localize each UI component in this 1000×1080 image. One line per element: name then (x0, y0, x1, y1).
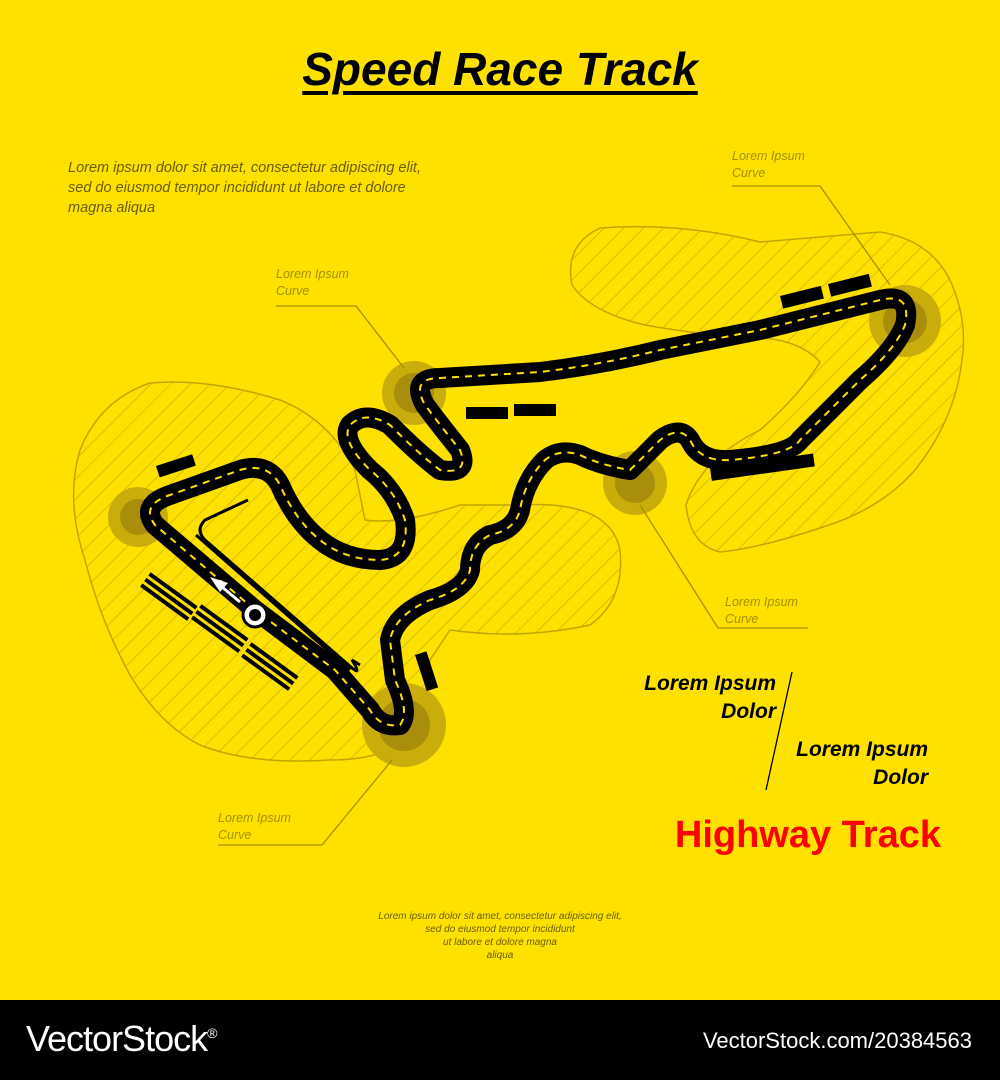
info-label-line: Lorem Ipsum (796, 738, 928, 761)
callout-curve-east: Lorem Ipsum Curve (725, 594, 798, 628)
callout-subtitle: Curve (276, 284, 310, 298)
callout-subtitle: Curve (725, 612, 759, 626)
callout-subtitle: Curve (732, 166, 766, 180)
callout-title: Lorem Ipsum (725, 595, 798, 609)
callout-title: Lorem Ipsum (732, 149, 805, 163)
callout-curve-south: Lorem Ipsum Curve (218, 810, 291, 844)
pit-lane (198, 498, 361, 673)
poster: Speed Race Track Lorem ipsum dolor sit a… (68, 43, 965, 962)
intro-line: sed do eiusmod tempor incididunt ut labo… (68, 180, 406, 196)
intro-line: magna aliqua (68, 200, 156, 216)
callout-leaders (218, 185, 891, 846)
watermark-bar: VectorStock® VectorStock.com/20384563 (0, 1000, 1000, 1080)
callout-curve-north-east: Lorem Ipsum Curve (732, 148, 805, 182)
callout-title: Lorem Ipsum (218, 811, 291, 825)
brand-name: VectorStock (26, 1018, 208, 1059)
callout-curve-north-west: Lorem Ipsum Curve (276, 266, 349, 300)
info-label-line: Lorem Ipsum (644, 672, 776, 695)
highway-track-heading: Highway Track (674, 814, 941, 856)
direction-arrow-icon (210, 577, 241, 604)
page-title: Speed Race Track (302, 43, 698, 95)
callout-title: Lorem Ipsum (276, 267, 349, 281)
info-label-line: Dolor (873, 766, 928, 789)
registered-mark: ® (207, 1025, 217, 1041)
starting-grid (140, 572, 299, 691)
track-curbs (156, 273, 872, 692)
callout-subtitle: Curve (218, 828, 252, 842)
footnote-line: aliqua (486, 950, 514, 961)
info-label: Lorem Ipsum Dolor (752, 736, 928, 792)
footnote-line: ut labore et dolore magna (443, 937, 557, 948)
race-track (140, 288, 917, 736)
label-divider (765, 671, 793, 791)
pit-lane-edge (195, 533, 351, 672)
track-center-line (149, 297, 908, 727)
vectorstock-logo: VectorStock® (26, 1018, 217, 1060)
intro-text: Lorem ipsum dolor sit amet, consectetur … (68, 158, 488, 218)
footnote-line: sed do eiusmod tempor incididunt (425, 924, 575, 935)
track-map (72, 185, 965, 846)
start-marker-icon (241, 601, 269, 629)
intro-line: Lorem ipsum dolor sit amet, consectetur … (68, 160, 421, 176)
footnote-text: Lorem ipsum dolor sit amet, consectetur … (330, 910, 670, 962)
footnote-line: Lorem ipsum dolor sit amet, consectetur … (378, 911, 622, 922)
info-label-line: Dolor (721, 700, 776, 723)
stock-image-id: VectorStock.com/20384563 (702, 1028, 972, 1053)
info-label: Lorem Ipsum Dolor (600, 670, 776, 726)
